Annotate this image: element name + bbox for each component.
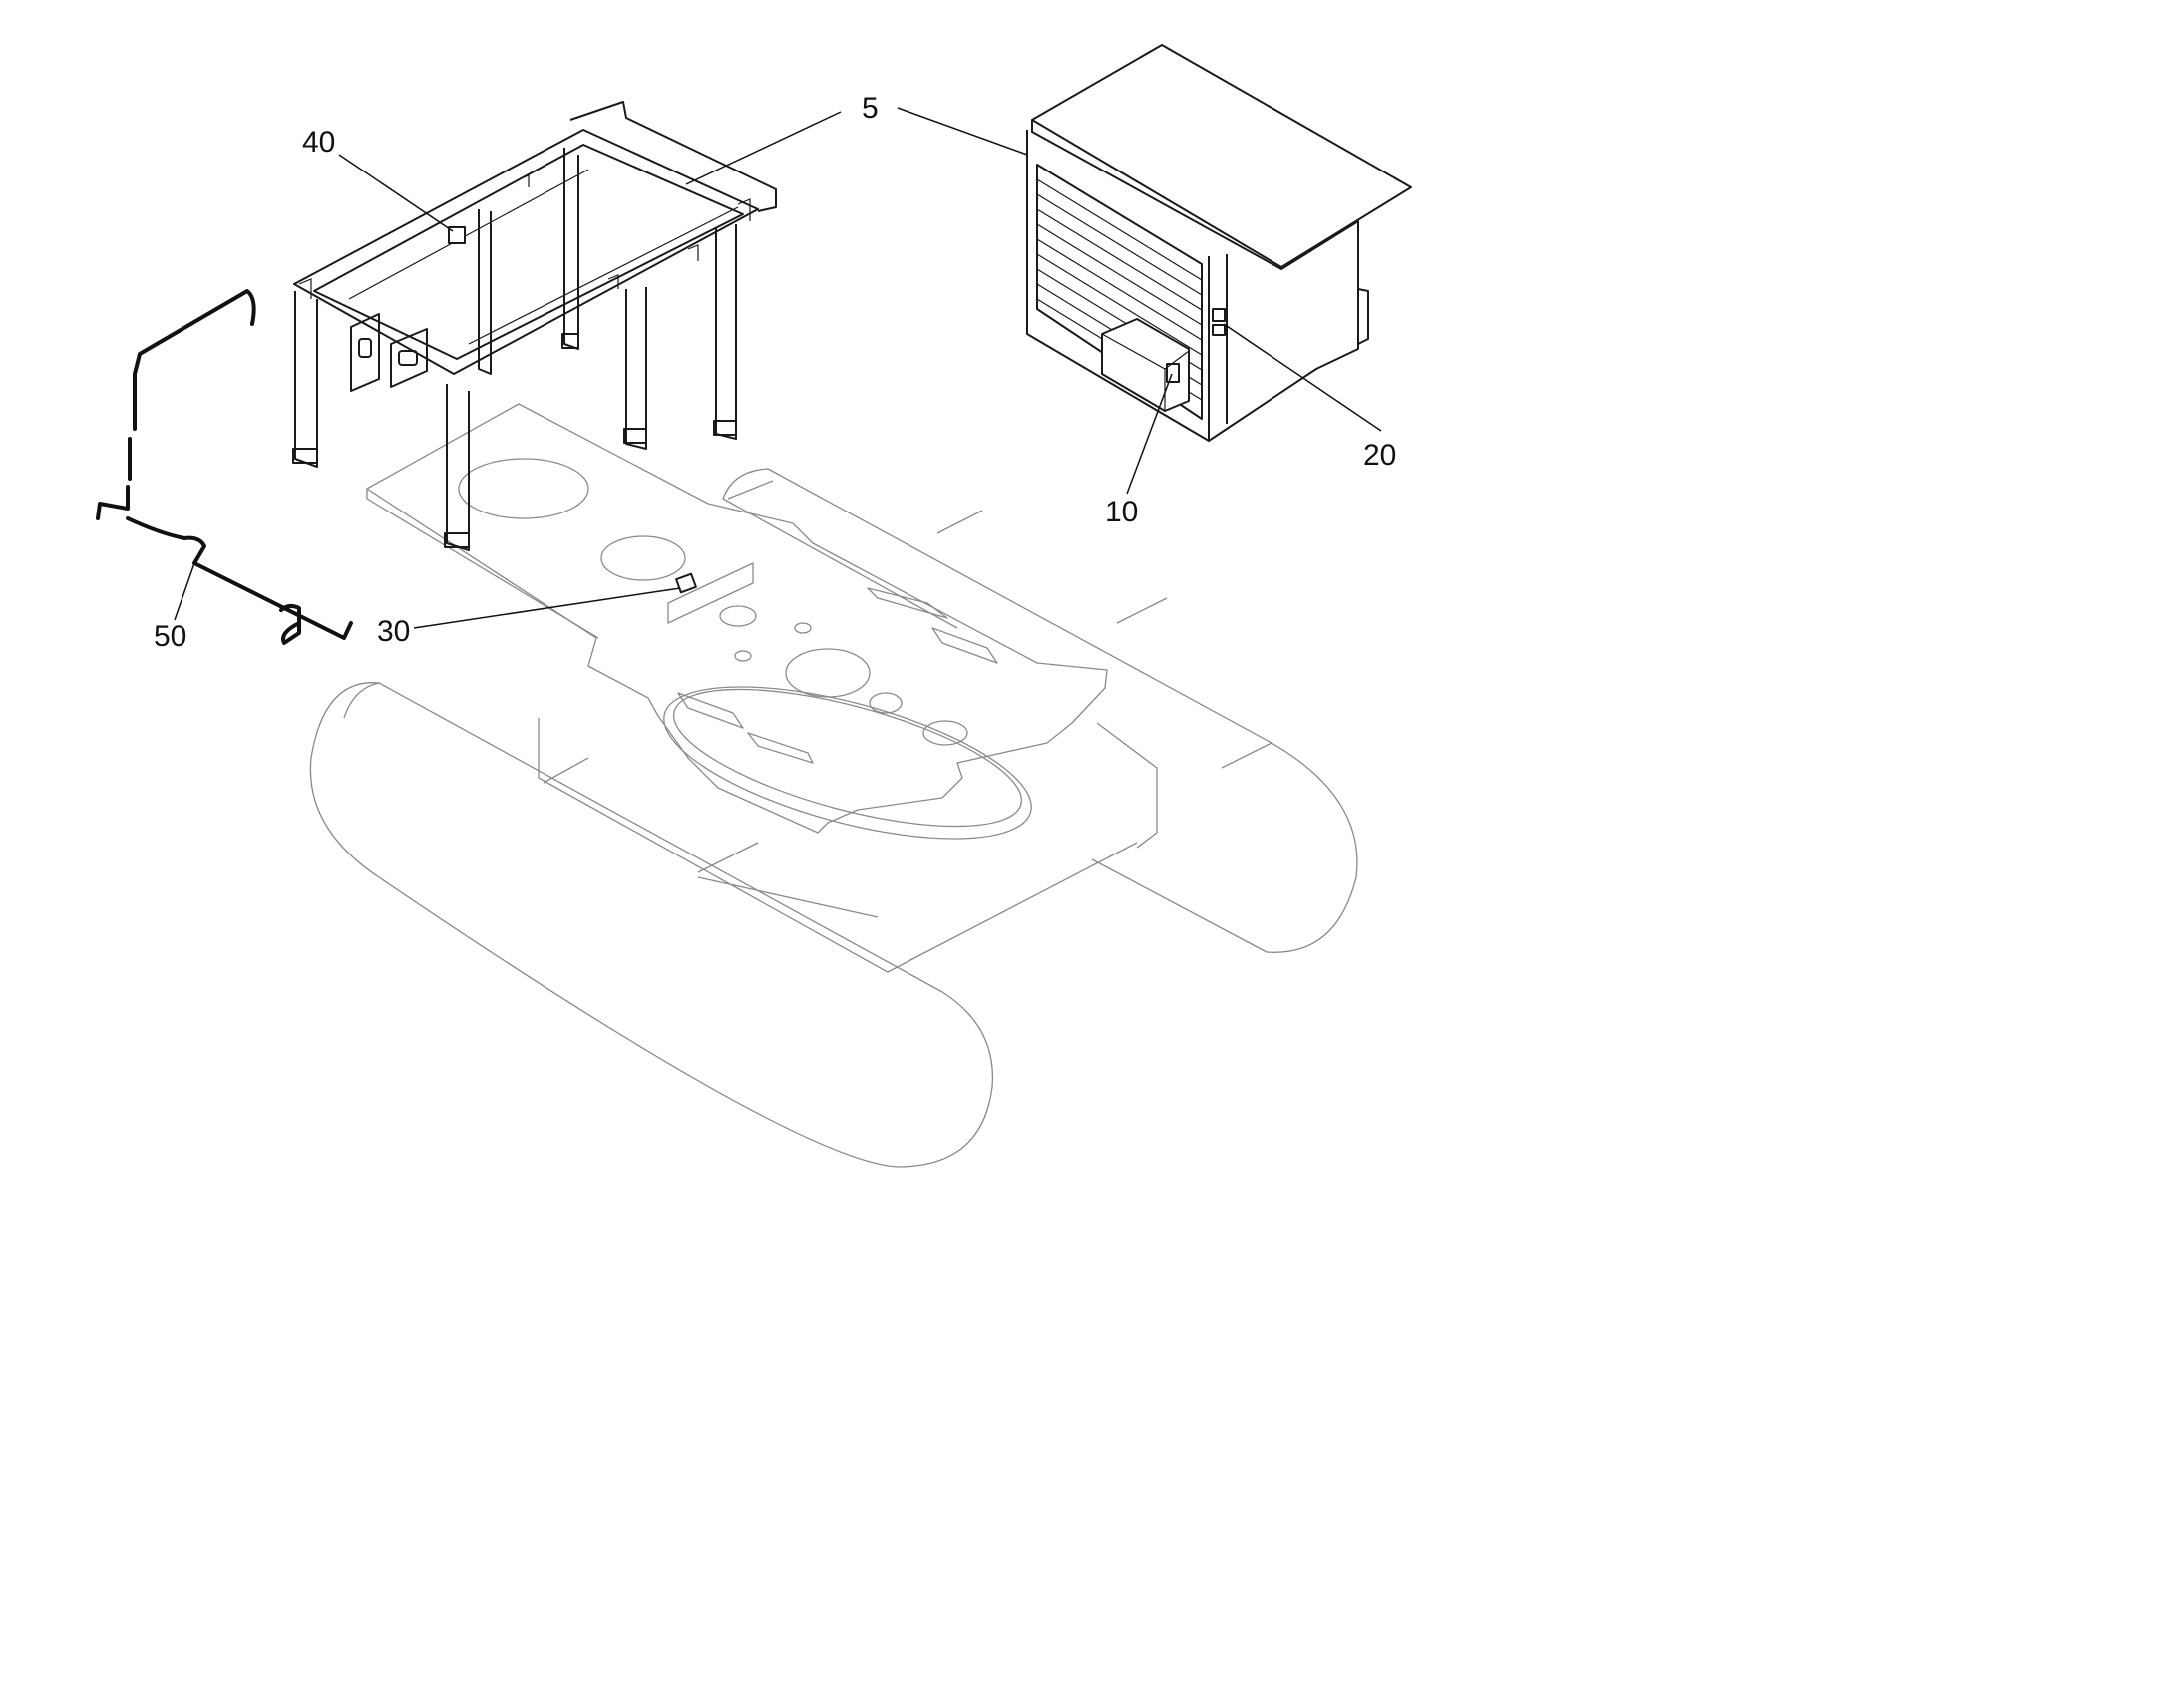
leader-5-frame [685, 111, 842, 185]
leader-30 [413, 587, 681, 629]
leader-40 [338, 154, 454, 232]
cross-beam [538, 718, 1158, 973]
right-track [722, 468, 1358, 953]
enclosure-front [1026, 130, 1228, 442]
leader-10 [1126, 373, 1173, 495]
slewing-ring [663, 686, 1032, 840]
connector-lower [1212, 324, 1226, 336]
frame-leg [294, 291, 318, 468]
label-40: 40 [302, 126, 335, 159]
label-30: 30 [377, 615, 410, 648]
plate-sensor [675, 572, 697, 594]
reference-numerals: 5 10 20 30 40 50 [154, 92, 1396, 653]
label-10: 10 [1105, 496, 1138, 528]
label-20: 20 [1363, 439, 1396, 472]
connector-upper [1212, 308, 1226, 322]
overhead-frame [292, 101, 777, 551]
leader-lines [174, 107, 1382, 629]
leader-50 [174, 562, 195, 621]
enclosure [1026, 44, 1412, 442]
enclosure-roof [1031, 44, 1412, 268]
left-track [309, 682, 994, 1168]
label-50: 50 [154, 620, 186, 653]
patent-figure: 5 10 20 30 40 50 [96, 44, 1412, 1168]
wire-harness [96, 289, 353, 645]
enclosure-side [1208, 220, 1369, 442]
leader-20 [1223, 323, 1382, 432]
label-5: 5 [862, 92, 879, 125]
leader-5-enclosure [897, 107, 1028, 156]
turntable-plate [366, 403, 1108, 834]
undercarriage [309, 403, 1358, 1168]
